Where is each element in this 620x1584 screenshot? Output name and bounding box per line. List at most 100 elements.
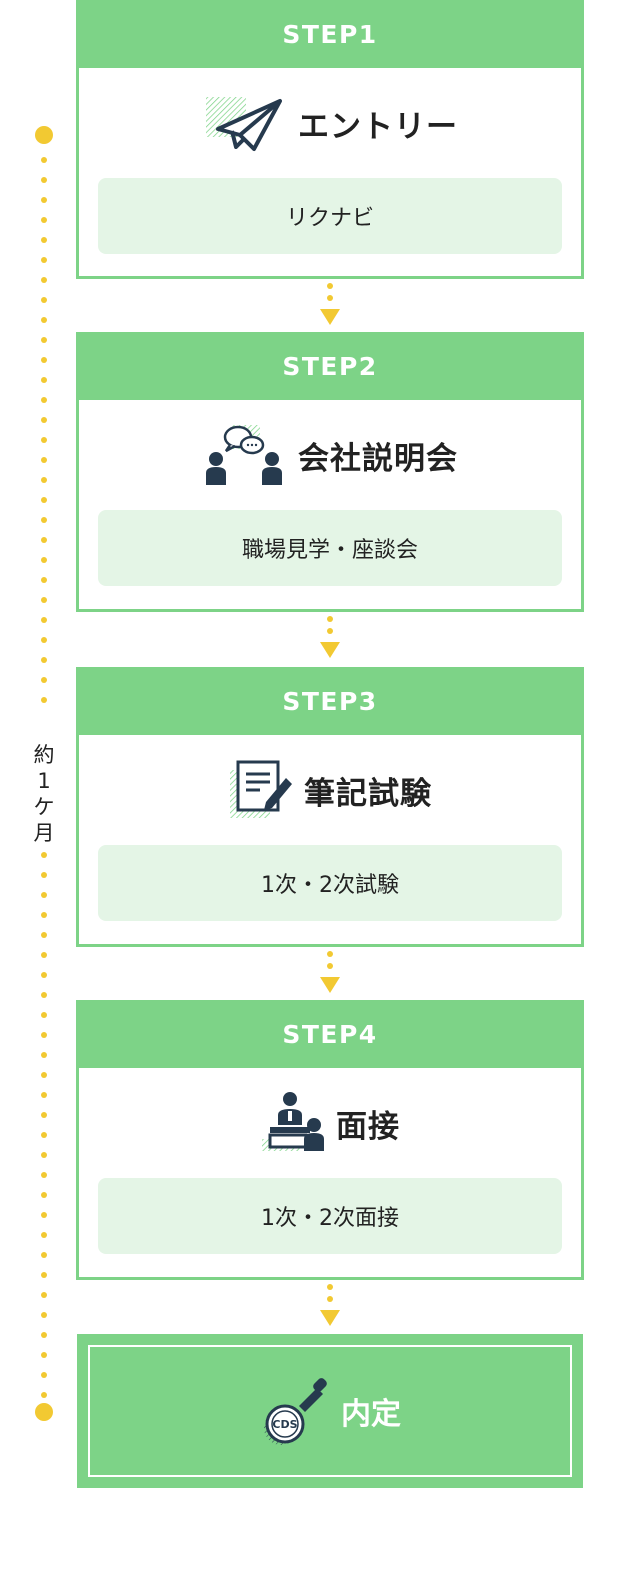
step-connector-arrow [318, 1284, 342, 1330]
step-detail: 職場見学・座談会 [98, 510, 562, 586]
timeline-dot [41, 1152, 47, 1158]
step-title: エントリー [298, 108, 458, 145]
step-card-2: STEP2 [76, 332, 584, 612]
timeline-dot [41, 1252, 47, 1258]
duration-char: 約 [33, 743, 55, 767]
step-detail: 1次・2次面接 [98, 1178, 562, 1254]
timeline-dot [41, 1132, 47, 1138]
step-connector-arrow [318, 283, 342, 329]
timeline-dot [41, 497, 47, 503]
timeline-dot [41, 217, 47, 223]
step-label: STEP4 [282, 1019, 378, 1049]
timeline-dot [41, 1052, 47, 1058]
final-offer-card: CDS 内定 [77, 1334, 583, 1488]
timeline-dot [41, 357, 47, 363]
timeline-dot [41, 972, 47, 978]
step-label: STEP3 [282, 686, 378, 716]
timeline-dot [41, 1112, 47, 1118]
duration-char: ケ [33, 795, 55, 819]
step-title-row: 筆記試験 [79, 735, 581, 845]
timeline-dot [41, 397, 47, 403]
timeline-dot [41, 517, 47, 523]
timeline-dot [41, 1012, 47, 1018]
step-title: 面接 [336, 1108, 400, 1145]
interview-icon [260, 1091, 326, 1155]
timeline-dot [41, 417, 47, 423]
duration-char: 月 [33, 821, 55, 845]
meeting-people-icon [202, 423, 288, 487]
timeline-dot [41, 477, 47, 483]
timeline-dot [41, 1372, 47, 1378]
timeline-dot [41, 1332, 47, 1338]
timeline-dot [41, 1312, 47, 1318]
duration-char: 1 [37, 769, 51, 793]
timeline-dot [41, 157, 47, 163]
step-label: STEP1 [282, 19, 378, 49]
timeline-dot [41, 697, 47, 703]
timeline-dot [41, 952, 47, 958]
timeline-dot [41, 617, 47, 623]
timeline-dot [41, 1212, 47, 1218]
step-header: STEP4 [76, 1000, 584, 1068]
final-offer-frame: CDS 内定 [88, 1345, 572, 1477]
timeline: 約 1 ケ 月 [0, 0, 80, 1584]
step-title-row: 面接 [79, 1068, 581, 1178]
timeline-dot [41, 457, 47, 463]
timeline-dot [41, 177, 47, 183]
step-header: STEP2 [76, 332, 584, 400]
timeline-dot [41, 1032, 47, 1038]
timeline-dot [41, 557, 47, 563]
timeline-dot [41, 872, 47, 878]
step-title-row: 会社説明会 [79, 400, 581, 510]
timeline-dot [41, 1232, 47, 1238]
timeline-dot [41, 932, 47, 938]
timeline-dot [41, 337, 47, 343]
stamp-text: CDS [272, 1418, 297, 1431]
stamp-icon: CDS [259, 1376, 331, 1446]
timeline-dot [41, 992, 47, 998]
step-header: STEP1 [76, 0, 584, 68]
timeline-dot [41, 677, 47, 683]
timeline-dot [41, 1092, 47, 1098]
timeline-dot [41, 912, 47, 918]
step-header: STEP3 [76, 667, 584, 735]
timeline-dot [41, 1392, 47, 1398]
step-connector-arrow [318, 951, 342, 997]
step-label: STEP2 [282, 351, 378, 381]
timeline-dot [41, 1272, 47, 1278]
timeline-dot [41, 637, 47, 643]
timeline-dot [41, 597, 47, 603]
timeline-dot [41, 197, 47, 203]
timeline-dot [41, 317, 47, 323]
final-title: 内定 [341, 1397, 401, 1432]
timeline-dot [41, 437, 47, 443]
timeline-start-dot [35, 126, 53, 144]
timeline-dot [41, 577, 47, 583]
timeline-dot [41, 852, 47, 858]
timeline-end-dot [35, 1403, 53, 1421]
step-title-row: エントリー [79, 68, 581, 178]
paper-plane-icon [202, 91, 288, 155]
step-card-3: STEP3 筆記試験 1次・ [76, 667, 584, 947]
step-detail: リクナビ [98, 178, 562, 254]
step-detail: 1次・2次試験 [98, 845, 562, 921]
step-title: 筆記試験 [304, 775, 432, 812]
written-test-icon [228, 758, 294, 822]
timeline-dot [41, 257, 47, 263]
timeline-duration-label: 約 1 ケ 月 [30, 742, 58, 846]
timeline-dot [41, 1072, 47, 1078]
timeline-dot [41, 657, 47, 663]
timeline-dot [41, 1292, 47, 1298]
timeline-dot [41, 1172, 47, 1178]
timeline-dot [41, 1192, 47, 1198]
step-card-4: STEP4 [76, 1000, 584, 1280]
timeline-dot [41, 537, 47, 543]
timeline-dot [41, 237, 47, 243]
timeline-dot [41, 297, 47, 303]
timeline-dot [41, 892, 47, 898]
timeline-dot [41, 1352, 47, 1358]
step-title: 会社説明会 [298, 440, 458, 477]
timeline-dot [41, 277, 47, 283]
step-connector-arrow [318, 616, 342, 662]
